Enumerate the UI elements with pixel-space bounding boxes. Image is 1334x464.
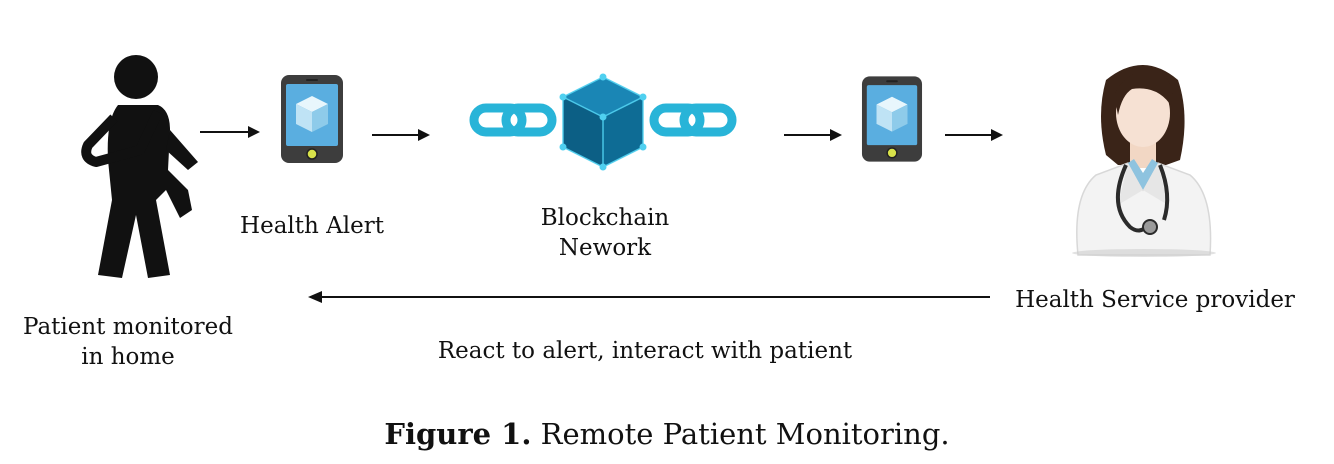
caption-prefix: Figure 1.	[384, 417, 532, 451]
patient-figure	[81, 55, 198, 278]
chain-link-left-icon	[469, 103, 557, 137]
provider-label: Health Service provider	[1015, 287, 1295, 313]
chain-link-right-icon	[649, 103, 737, 137]
health-alert-label: Health Alert	[240, 213, 384, 239]
patient-label: Patient monitored in home	[18, 312, 238, 372]
patient-head	[114, 55, 158, 99]
feedback-label: React to alert, interact with patient	[437, 338, 853, 364]
patient-label-line1: Patient monitored	[23, 314, 233, 340]
arrow-phone-to-provider	[945, 129, 1003, 141]
blockchain-label: Blockchain Nework	[515, 203, 695, 263]
patient-arm-sling	[81, 109, 163, 167]
feedback-arrow	[308, 291, 990, 303]
blockchain-cube-icon	[559, 73, 647, 171]
phone-provider	[861, 76, 923, 162]
blockchain-label-line1: Blockchain	[540, 205, 670, 231]
arrow-patient-to-phone	[200, 126, 260, 138]
blockchain-graphic	[469, 73, 737, 171]
arrow-phone-to-blockchain	[372, 129, 430, 141]
blockchain-label-line2: Nework	[558, 235, 652, 261]
phone-health-alert	[281, 75, 343, 163]
arrow-blockchain-to-phone	[784, 129, 842, 141]
patient-label-line2: in home	[81, 344, 175, 370]
figure-caption: Figure 1. Remote Patient Monitoring.	[0, 417, 1334, 451]
caption-text: Remote Patient Monitoring.	[540, 417, 950, 451]
doctor-figure	[1072, 65, 1216, 257]
